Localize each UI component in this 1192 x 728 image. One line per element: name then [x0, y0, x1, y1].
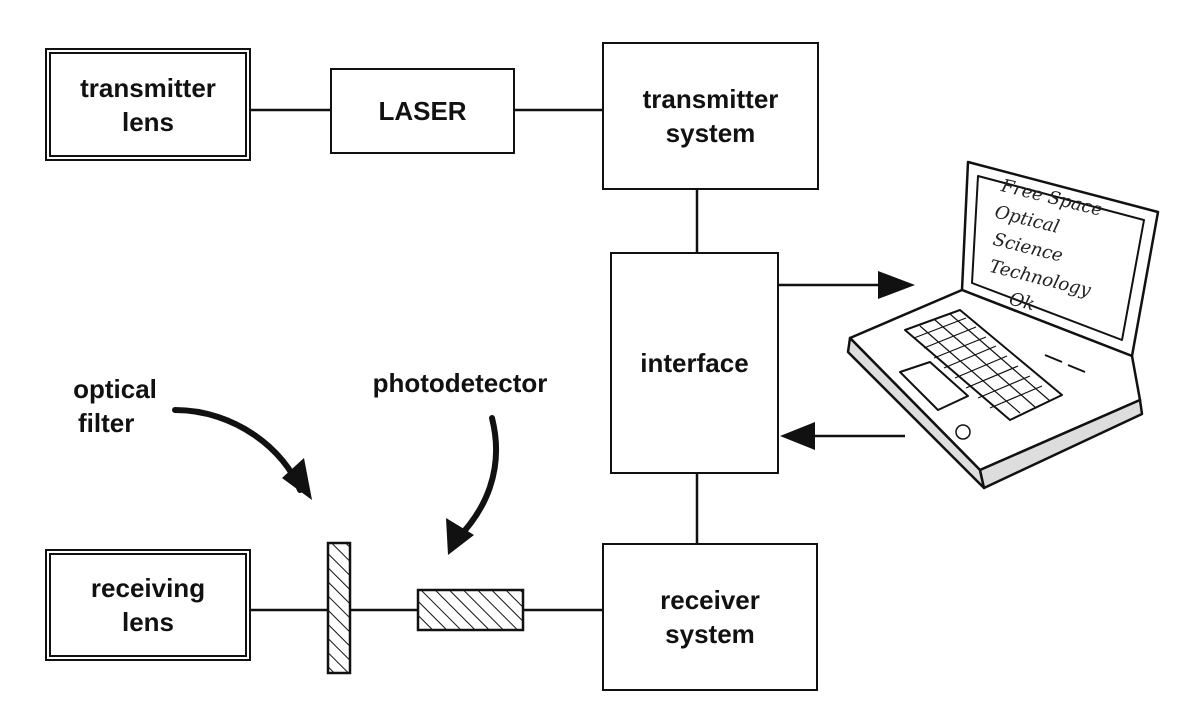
- interface-label: interface: [640, 348, 749, 378]
- photodetector-pointer-arrow: [455, 415, 499, 541]
- interface-block: interface: [610, 252, 779, 474]
- receiver-system-label-1: receiver: [660, 585, 760, 615]
- receiving-lens-block: receiving lens: [45, 549, 251, 661]
- optical-filter-pointer-arrow: [172, 407, 303, 493]
- transmitter-system-block: transmitter system: [602, 42, 819, 190]
- optical-filter-label-2: filter: [78, 408, 135, 438]
- transmitter-system-label-1: transmitter: [642, 84, 779, 114]
- transmitter-system-label-2: system: [665, 118, 756, 148]
- optical-filter-pointer-head: [282, 458, 312, 500]
- receiver-system-label-2: system: [665, 619, 755, 649]
- receiving-lens-label-2: lens: [121, 607, 174, 637]
- arrow-from-laptop-head: [780, 422, 815, 450]
- photodetector-pointer-head: [446, 518, 474, 555]
- receiving-lens-label-1: receiving: [90, 573, 206, 603]
- laser-block: LASER: [330, 68, 515, 154]
- laptop-icon: [846, 160, 1160, 490]
- transmitter-lens-label-2: lens: [121, 106, 174, 137]
- transmitter-lens-block: transmitter lens: [45, 48, 251, 161]
- arrow-to-laptop-head: [878, 271, 915, 299]
- photodetector-label: photodetector: [372, 368, 548, 398]
- laser-label: LASER: [378, 96, 467, 126]
- photodetector-element: [416, 588, 525, 632]
- optical-filter-element: [326, 541, 352, 675]
- transmitter-lens-label-1: transmitter: [80, 72, 216, 103]
- optical-filter-label: optical filter: [50, 372, 180, 440]
- receiver-system-block: receiver system: [602, 543, 818, 691]
- optical-filter-label-1: optical: [73, 374, 157, 404]
